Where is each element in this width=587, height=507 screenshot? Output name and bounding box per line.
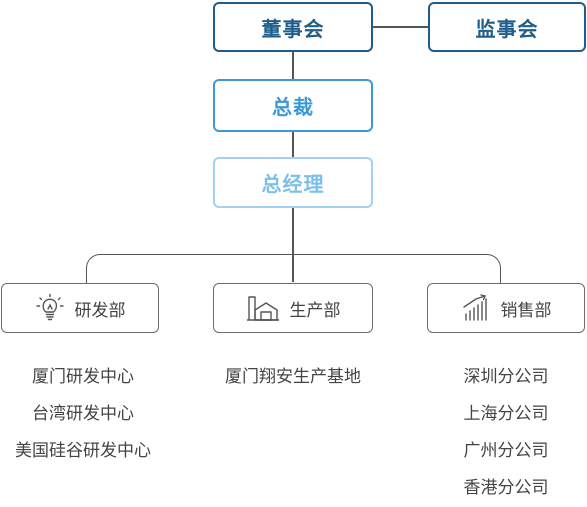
factory-icon [246,293,280,323]
list-item: 厦门翔安生产基地 [225,367,361,387]
department-branch-line [86,254,501,284]
list-item: 深圳分公司 [463,367,549,387]
bar-chart-growth-icon [461,293,491,323]
general-manager-label: 总经理 [261,172,325,196]
dept-production-label: 生产部 [289,300,341,321]
list-item: 美国硅谷研发中心 [15,441,151,461]
list-item: 厦门研发中心 [32,367,134,387]
general-manager-node: 总经理 [213,157,373,208]
supervisors-node: 监事会 [428,2,586,52]
president-node: 总裁 [213,79,373,132]
board-supervisors-connector [373,26,429,28]
list-item: 香港分公司 [463,478,549,498]
president-gm-connector [292,131,294,158]
dept-sales-node: 销售部 [427,283,585,333]
lightbulb-icon [35,293,65,323]
gm-branch-connector [292,208,294,282]
list-item: 上海分公司 [463,404,549,424]
president-label: 总裁 [272,95,314,119]
dept-sales-label: 销售部 [500,300,552,321]
dept-production-node: 生产部 [213,283,373,333]
board-label: 董事会 [261,16,325,41]
board-president-connector [292,51,294,79]
sales-branch-list: 深圳分公司 上海分公司 广州分公司 香港分公司 [427,359,585,507]
production-base-list: 厦门翔安生产基地 [193,359,393,396]
dept-rd-label: 研发部 [74,300,126,321]
supervisors-label: 监事会 [475,16,539,41]
list-item: 台湾研发中心 [32,404,134,424]
list-item: 广州分公司 [463,441,549,461]
rd-center-list: 厦门研发中心 台湾研发中心 美国硅谷研发中心 [0,359,166,470]
board-node: 董事会 [213,2,373,52]
dept-rd-node: 研发部 [1,283,159,333]
